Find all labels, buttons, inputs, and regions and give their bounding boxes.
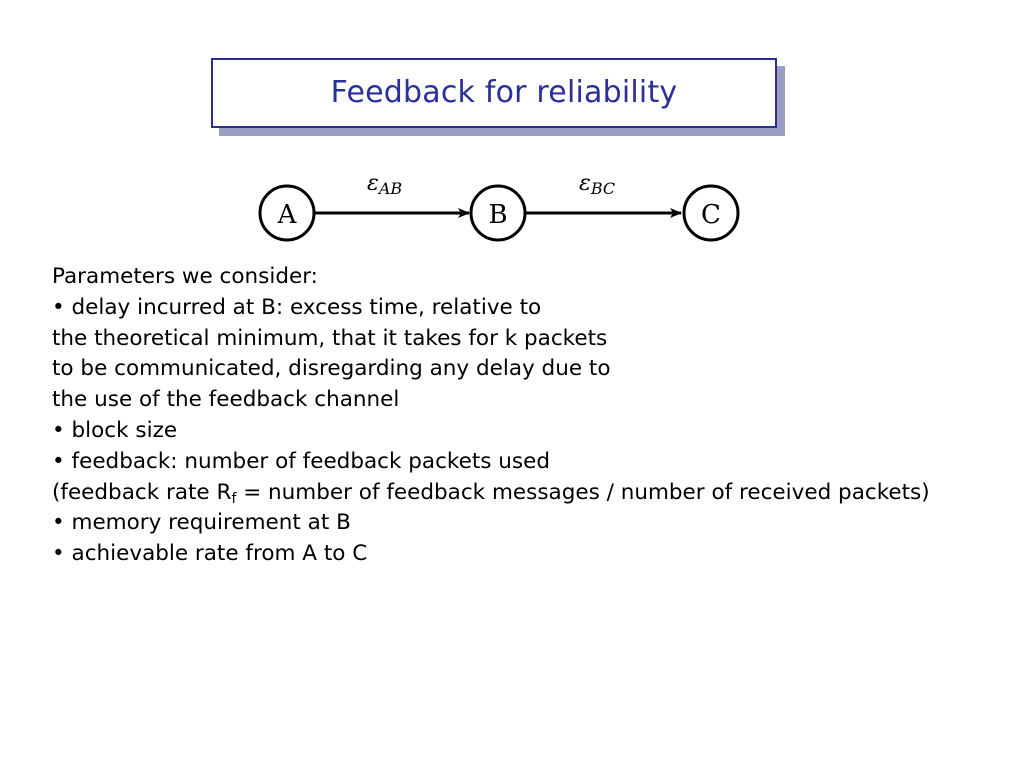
slide-title: Feedback for reliability	[330, 75, 678, 110]
bullet-memory: • memory requirement at B	[52, 510, 351, 536]
edge-b-c-label: εBC	[579, 171, 615, 198]
node-a: A	[258, 184, 316, 242]
node-b-label: B	[488, 200, 507, 230]
feedback-rate-subscript: f	[231, 490, 237, 507]
edge-a-b-subscript: AB	[377, 179, 403, 198]
feedback-rate-prefix: (feedback rate R	[52, 479, 232, 505]
feedback-rate-suffix: = number of feedback messages / number o…	[236, 479, 930, 505]
feedback-rate-line: (feedback rate Rf = number of feedback m…	[52, 478, 1024, 509]
bullet-achievable-rate: • achievable rate from A to C	[52, 541, 368, 567]
node-a-label: A	[277, 200, 298, 230]
node-c: C	[682, 184, 740, 242]
edge-b-c-subscript: BC	[590, 179, 615, 198]
bullet-block-size: • block size	[52, 417, 178, 443]
edge-a-b-symbol: ε	[367, 171, 379, 196]
network-diagram: A B C εAB εBC	[258, 171, 740, 242]
bullet-delay-line-3: to be communicated, disregarding any del…	[52, 356, 611, 382]
intro-line: Parameters we consider:	[52, 264, 318, 289]
edge-a-b-label: εAB	[367, 171, 402, 198]
bullet-delay-line-1: • delay incurred at B: excess time, rela…	[52, 294, 542, 320]
node-c-label: C	[701, 200, 721, 230]
bullet-delay-line-2: the theoretical minimum, that it takes f…	[52, 325, 608, 351]
node-b: B	[469, 184, 527, 242]
title-box: Feedback for reliability	[211, 58, 777, 128]
bullet-feedback: • feedback: number of feedback packets u…	[52, 448, 550, 474]
body-text: Parameters we consider: • delay incurred…	[52, 262, 1024, 570]
bullet-delay-line-4: the use of the feedback channel	[52, 387, 400, 413]
edge-b-c-symbol: ε	[579, 171, 591, 196]
